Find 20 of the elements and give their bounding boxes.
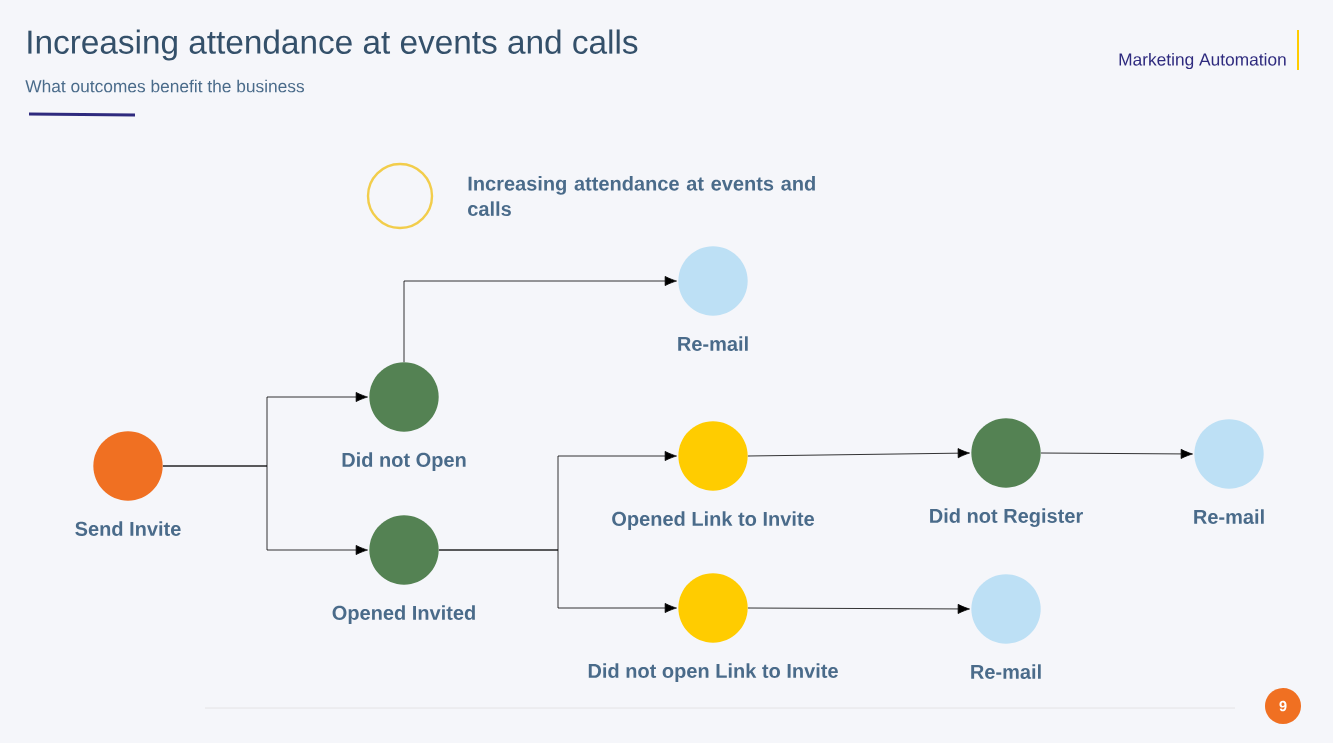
arrow: [403, 276, 677, 363]
state-label: Re-mail: [971, 664, 1041, 679]
state-label: Did not open Link to Invite: [588, 663, 838, 682]
page-number: 9: [1265, 688, 1301, 724]
subtitle: What outcomes benefit the business: [25, 79, 305, 93]
state-label: Did not Register: [930, 508, 1083, 527]
legend-text: Increasing attendance at events and calls: [468, 176, 815, 216]
state-label: Opened Link to Invite: [612, 511, 814, 530]
arrow: [747, 448, 970, 459]
arrow: [1040, 448, 1193, 459]
arrow: [438, 549, 677, 613]
arrow: [747, 603, 970, 614]
title: Increasing attendance at events and calls: [28, 29, 638, 61]
section-label: Marketing Automation: [1119, 52, 1286, 70]
state-label: Re-mail: [1194, 509, 1264, 524]
state-label: Send Invite: [75, 521, 181, 536]
arrow: [162, 465, 368, 555]
state-label: Did not Open: [342, 452, 466, 471]
state-label: Opened Invited: [332, 605, 475, 624]
state-label: Re-mail: [678, 336, 748, 351]
